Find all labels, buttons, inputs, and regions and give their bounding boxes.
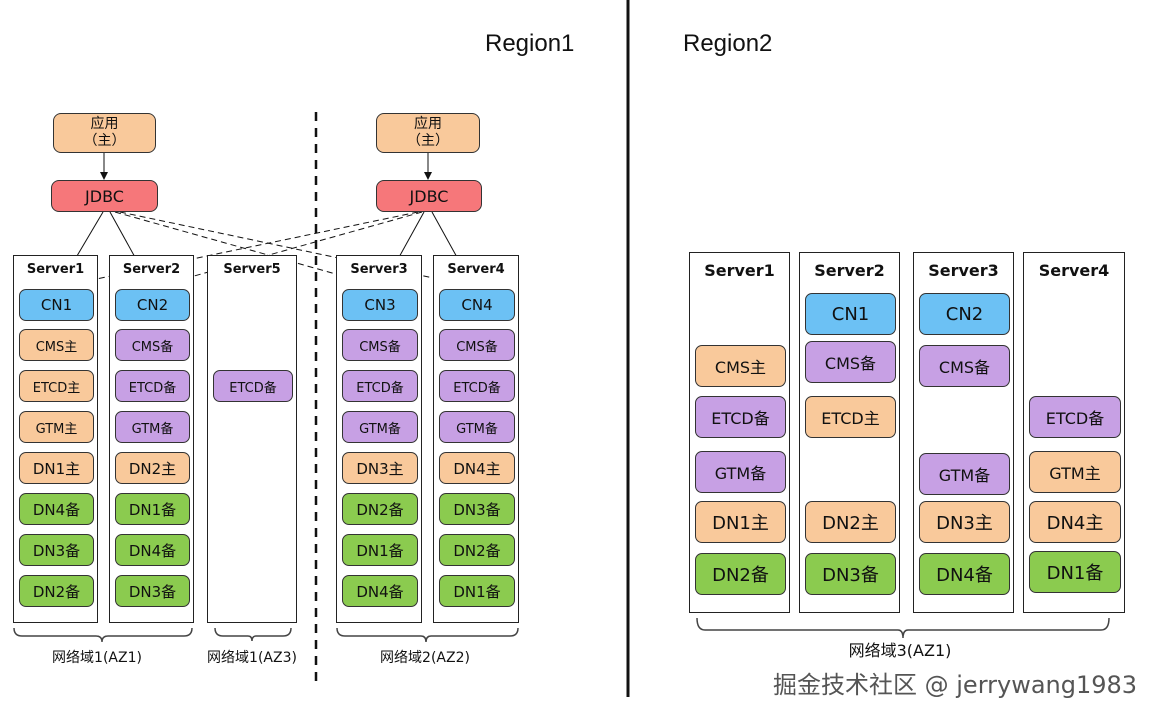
app-title: 应用 (414, 116, 442, 132)
component-dn-standby: DN4备 (115, 534, 190, 566)
component-dn-standby: DN3备 (439, 493, 515, 525)
jdbc-box: JDBC (51, 180, 158, 212)
component-dn-standby: DN4备 (919, 553, 1010, 595)
component-primary: DN4主 (439, 452, 515, 484)
app-primary-box: 应用 （主） (53, 113, 156, 153)
component-dn-standby: DN4备 (342, 575, 418, 607)
component-primary: CMS主 (19, 329, 94, 361)
component-dn-standby: DN1备 (1029, 551, 1121, 593)
jdbc-to-cn1-dashed (57, 211, 419, 290)
component-primary: DN2主 (805, 501, 896, 543)
jdbc-to-cn2-dashed (154, 211, 423, 289)
app-role: （主） (83, 133, 126, 149)
component-standby: CMS备 (805, 341, 896, 383)
component-dn-standby: DN2备 (439, 534, 515, 566)
server-label: Server2 (122, 262, 181, 277)
zone-brace-az3 (214, 627, 292, 642)
component-primary: DN3主 (919, 501, 1010, 543)
component-standby: CMS备 (115, 329, 190, 361)
component-dn-standby: DN1备 (439, 575, 515, 607)
component-standby: CMS备 (439, 329, 515, 361)
zone-brace-az1 (13, 627, 193, 643)
component-primary: DN2主 (115, 452, 190, 484)
component-standby: ETCD备 (439, 370, 515, 402)
jdbc-box: JDBC (376, 180, 482, 212)
component-standby: GTM备 (695, 451, 786, 493)
component-standby: ETCD备 (342, 370, 418, 402)
component-cn: CN4 (439, 289, 515, 321)
component-dn-standby: DN4备 (19, 493, 94, 525)
component-cn: CN2 (919, 293, 1010, 335)
component-primary: CMS主 (695, 345, 786, 387)
component-primary: GTM主 (19, 411, 94, 443)
region2-label: Region2 (683, 30, 773, 57)
component-standby: ETCD备 (695, 396, 786, 438)
component-primary: ETCD主 (805, 396, 896, 438)
app-role: （主） (407, 133, 449, 149)
component-standby: ETCD备 (213, 370, 293, 402)
component-cn: CN3 (342, 289, 418, 321)
component-primary: DN1主 (695, 501, 786, 543)
component-cn: CN1 (805, 293, 896, 335)
zone-label-az1: 网络域1(AZ1) (52, 650, 142, 666)
zone-label-region2: 网络域3(AZ1) (848, 641, 952, 660)
component-primary: DN3主 (342, 452, 418, 484)
component-primary: GTM主 (1029, 451, 1121, 493)
component-dn-standby: DN2备 (342, 493, 418, 525)
component-standby: GTM备 (919, 453, 1010, 495)
component-primary: ETCD主 (19, 370, 94, 402)
zone-label-az2: 网络域2(AZ2) (380, 650, 470, 666)
component-dn-standby: DN1备 (342, 534, 418, 566)
server-label: Server2 (814, 261, 885, 280)
server-label: Server4 (447, 262, 505, 277)
region1-label: Region1 (485, 30, 575, 57)
server-label: Server1 (704, 261, 775, 280)
component-standby: GTM备 (439, 411, 515, 443)
component-dn-standby: DN2备 (695, 553, 786, 595)
component-dn-standby: DN3备 (115, 575, 190, 607)
component-standby: CMS备 (919, 345, 1010, 387)
component-cn: CN1 (19, 289, 94, 321)
server-label: Server4 (1038, 261, 1110, 280)
component-dn-standby: DN3备 (805, 553, 896, 595)
component-standby: GTM备 (342, 411, 418, 443)
watermark: 掘金技术社区 @ jerrywang1983 (773, 671, 1138, 699)
component-dn-standby: DN1备 (115, 493, 190, 525)
server-label: Server3 (928, 261, 999, 280)
component-dn-standby: DN2备 (19, 575, 94, 607)
zone-label-az3: 网络域1(AZ3) (207, 650, 297, 666)
component-primary: DN4主 (1029, 501, 1121, 543)
component-standby: ETCD备 (115, 370, 190, 402)
server-label: Server5 (223, 262, 281, 277)
zone-brace-region2 (696, 617, 1110, 639)
component-standby: CMS备 (342, 329, 418, 361)
server-label: Server3 (350, 262, 408, 277)
component-cn: CN2 (115, 289, 190, 321)
component-standby: GTM备 (115, 411, 190, 443)
app-title: 应用 (90, 116, 119, 132)
server-label: Server1 (26, 262, 85, 277)
component-dn-standby: DN3备 (19, 534, 94, 566)
app-primary-box: 应用 （主） (376, 113, 480, 153)
component-standby: ETCD备 (1029, 396, 1121, 438)
component-primary: DN1主 (19, 452, 94, 484)
zone-brace-az2 (336, 627, 519, 643)
